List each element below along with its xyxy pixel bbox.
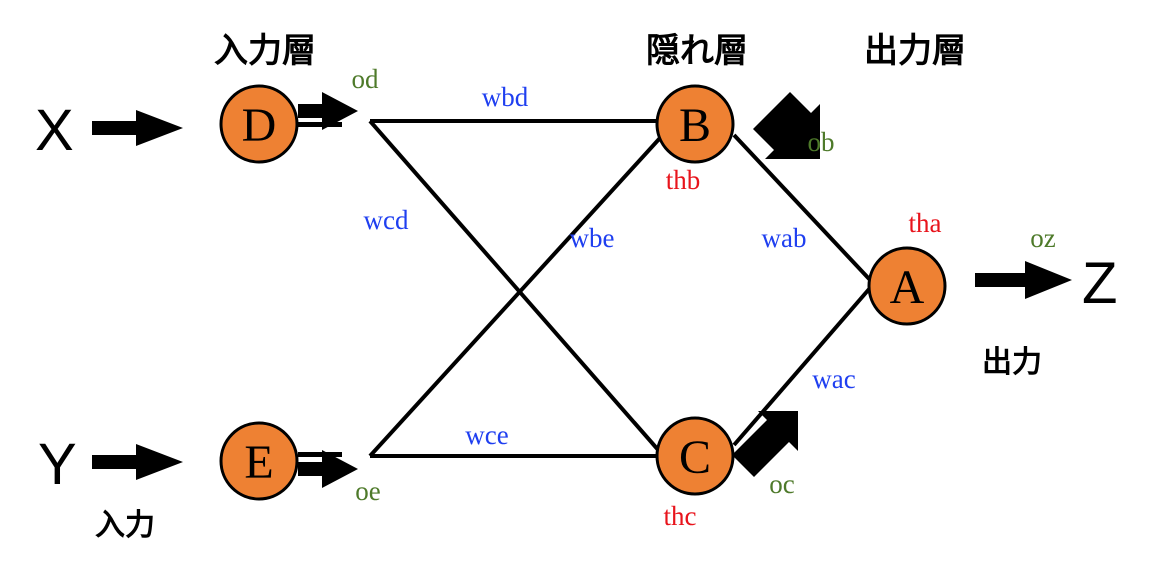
arrow-x-input: [92, 110, 183, 146]
arrow-oe-bar: [298, 452, 342, 457]
weight-wbd: wbd: [482, 82, 529, 112]
output-od: od: [352, 64, 380, 94]
node-b-circle: [655, 84, 735, 164]
output-ob: ob: [808, 127, 835, 157]
node-d-label: D: [242, 99, 277, 152]
edge-c-a: [732, 286, 872, 447]
nodes: [219, 84, 947, 501]
arrow-ob: [753, 92, 820, 159]
weight-wbe: wbe: [570, 223, 615, 253]
output-caption: 出力: [982, 345, 1042, 380]
arrow-oe: [298, 450, 358, 488]
output-oe: oe: [355, 476, 381, 506]
threshold-thb: thb: [666, 165, 701, 195]
edge-b-a: [732, 133, 874, 284]
arrow-oc: [732, 411, 798, 477]
arrow-od: [298, 92, 358, 130]
input-y-label: Y: [38, 432, 77, 497]
arrow-od-bar: [298, 122, 342, 127]
threshold-tha: tha: [909, 208, 942, 238]
output-z-label: Z: [1082, 251, 1117, 316]
weight-wab: wab: [762, 223, 807, 253]
node-a-label: A: [890, 261, 925, 314]
layer-title-input: 入力層: [214, 31, 316, 71]
arrow-z-output: [975, 261, 1072, 299]
node-d-circle: [219, 84, 299, 164]
node-c-label: C: [679, 431, 711, 484]
edge-d-c: [368, 119, 662, 454]
threshold-thc: thc: [664, 501, 697, 531]
node-b-label: B: [679, 99, 711, 152]
node-a-circle: [867, 246, 947, 326]
node-c-circle: [655, 416, 735, 496]
node-e-circle: [219, 421, 299, 501]
arrows: [92, 92, 1072, 488]
output-oz: oz: [1030, 223, 1056, 253]
weight-wcd: wcd: [364, 205, 409, 235]
layer-title-hidden: 隠れ層: [646, 31, 748, 71]
input-x-label: X: [35, 98, 74, 163]
edge-e-b: [368, 136, 662, 458]
layer-title-output: 出力層: [864, 31, 966, 71]
arrow-y-input: [92, 444, 183, 480]
output-oc: oc: [769, 469, 795, 499]
input-caption: 入力: [95, 508, 155, 543]
weight-wce: wce: [465, 420, 508, 450]
node-e-label: E: [244, 436, 273, 489]
weight-wac: wac: [812, 364, 855, 394]
connections: [368, 119, 874, 458]
